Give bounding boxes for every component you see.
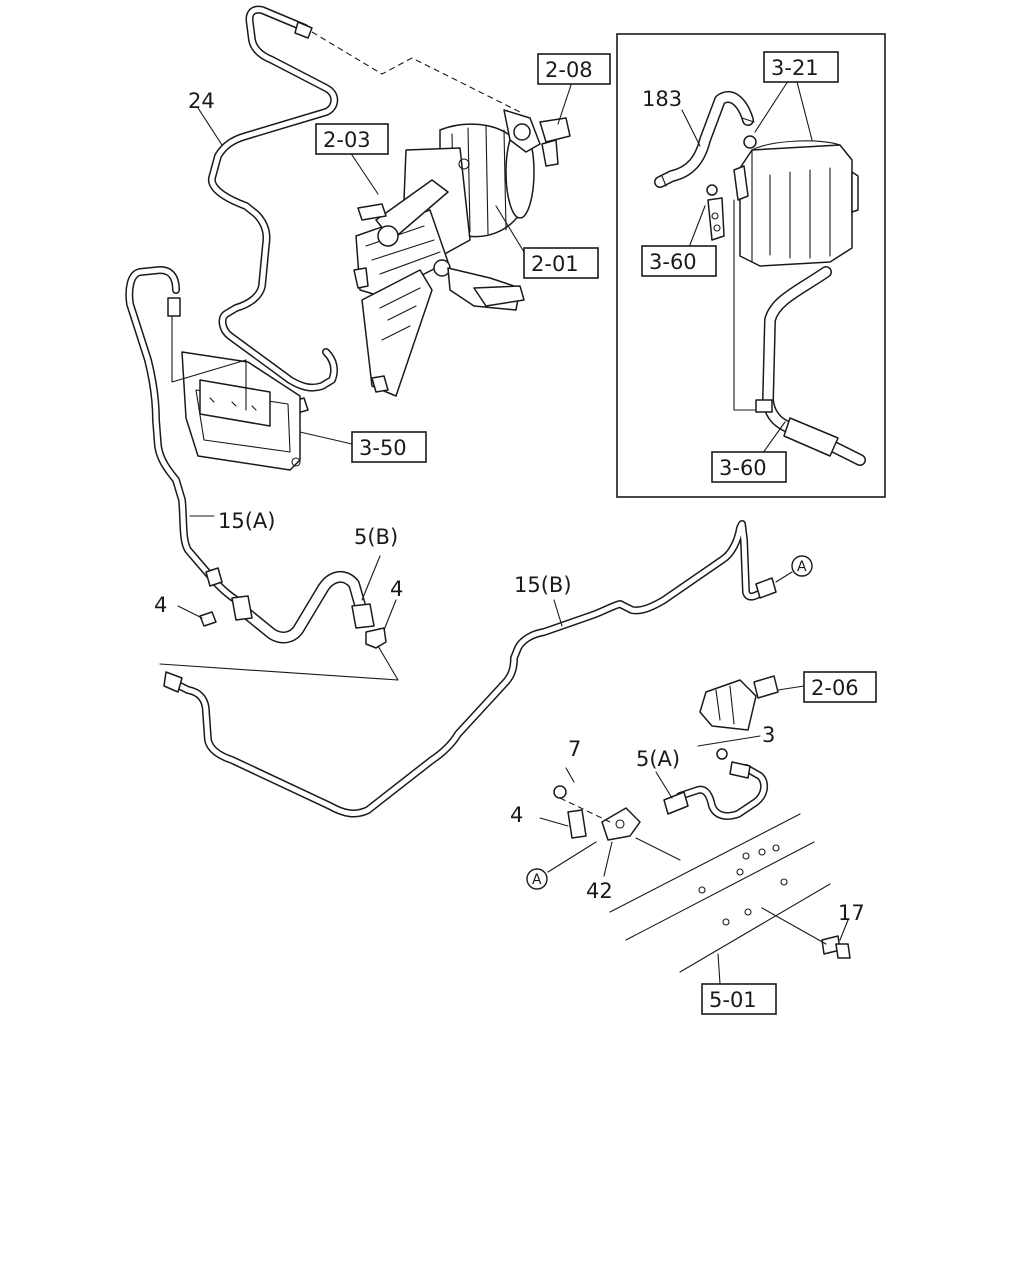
marker-a-right-label: A	[797, 559, 807, 575]
ref-2-03-label: 2-03	[323, 128, 371, 152]
part-24-label: 24	[188, 89, 215, 113]
ref-box-5-01	[701, 983, 777, 1015]
part-7-label: 7	[568, 737, 581, 761]
ref-2-08-label: 2-08	[545, 58, 593, 82]
part-183-label: 183	[642, 87, 682, 111]
master-cylinder-assembly	[353, 109, 571, 397]
ref-3-21-label: 3-21	[771, 56, 819, 80]
inset-frame	[616, 33, 886, 498]
ref-box-2-01	[523, 247, 599, 279]
slave-cylinder	[699, 675, 779, 760]
ref-box-2-03	[315, 123, 389, 155]
part-4-lower-label: 4	[510, 803, 523, 827]
part-17-label: 17	[838, 901, 865, 925]
part-15a-label: 15(A)	[218, 509, 275, 533]
part-42-label: 42	[586, 879, 613, 903]
ref-3-60-bottom-label: 3-60	[719, 456, 767, 480]
ref-box-2-08	[537, 53, 611, 85]
ref-5-01-label: 5-01	[709, 988, 757, 1012]
part-4-left-label: 4	[154, 593, 167, 617]
part-4-mid-label: 4	[390, 577, 403, 601]
ref-3-50-label: 3-50	[359, 436, 407, 460]
bracket-3-50	[181, 351, 301, 471]
ref-2-06-label: 2-06	[811, 676, 859, 700]
ref-box-3-60-top	[641, 245, 717, 277]
part-15b-label: 15(B)	[514, 573, 572, 597]
part-5a-label: 5(A)	[636, 747, 680, 771]
part-3-label: 3	[762, 723, 775, 747]
ref-box-2-06	[803, 671, 877, 703]
part-5b-label: 5(B)	[354, 525, 398, 549]
marker-a-lower-label: A	[532, 872, 542, 888]
ref-2-01-label: 2-01	[531, 252, 579, 276]
ref-box-3-50	[351, 431, 427, 463]
ref-box-3-21	[763, 51, 839, 83]
chassis-frame	[609, 813, 831, 973]
marker-a-right-circle	[791, 555, 813, 577]
ref-3-60-top-label: 3-60	[649, 250, 697, 274]
marker-a-lower-circle	[526, 868, 548, 890]
reservoir-tank	[733, 140, 859, 267]
ref-box-3-60-bottom	[711, 451, 787, 483]
